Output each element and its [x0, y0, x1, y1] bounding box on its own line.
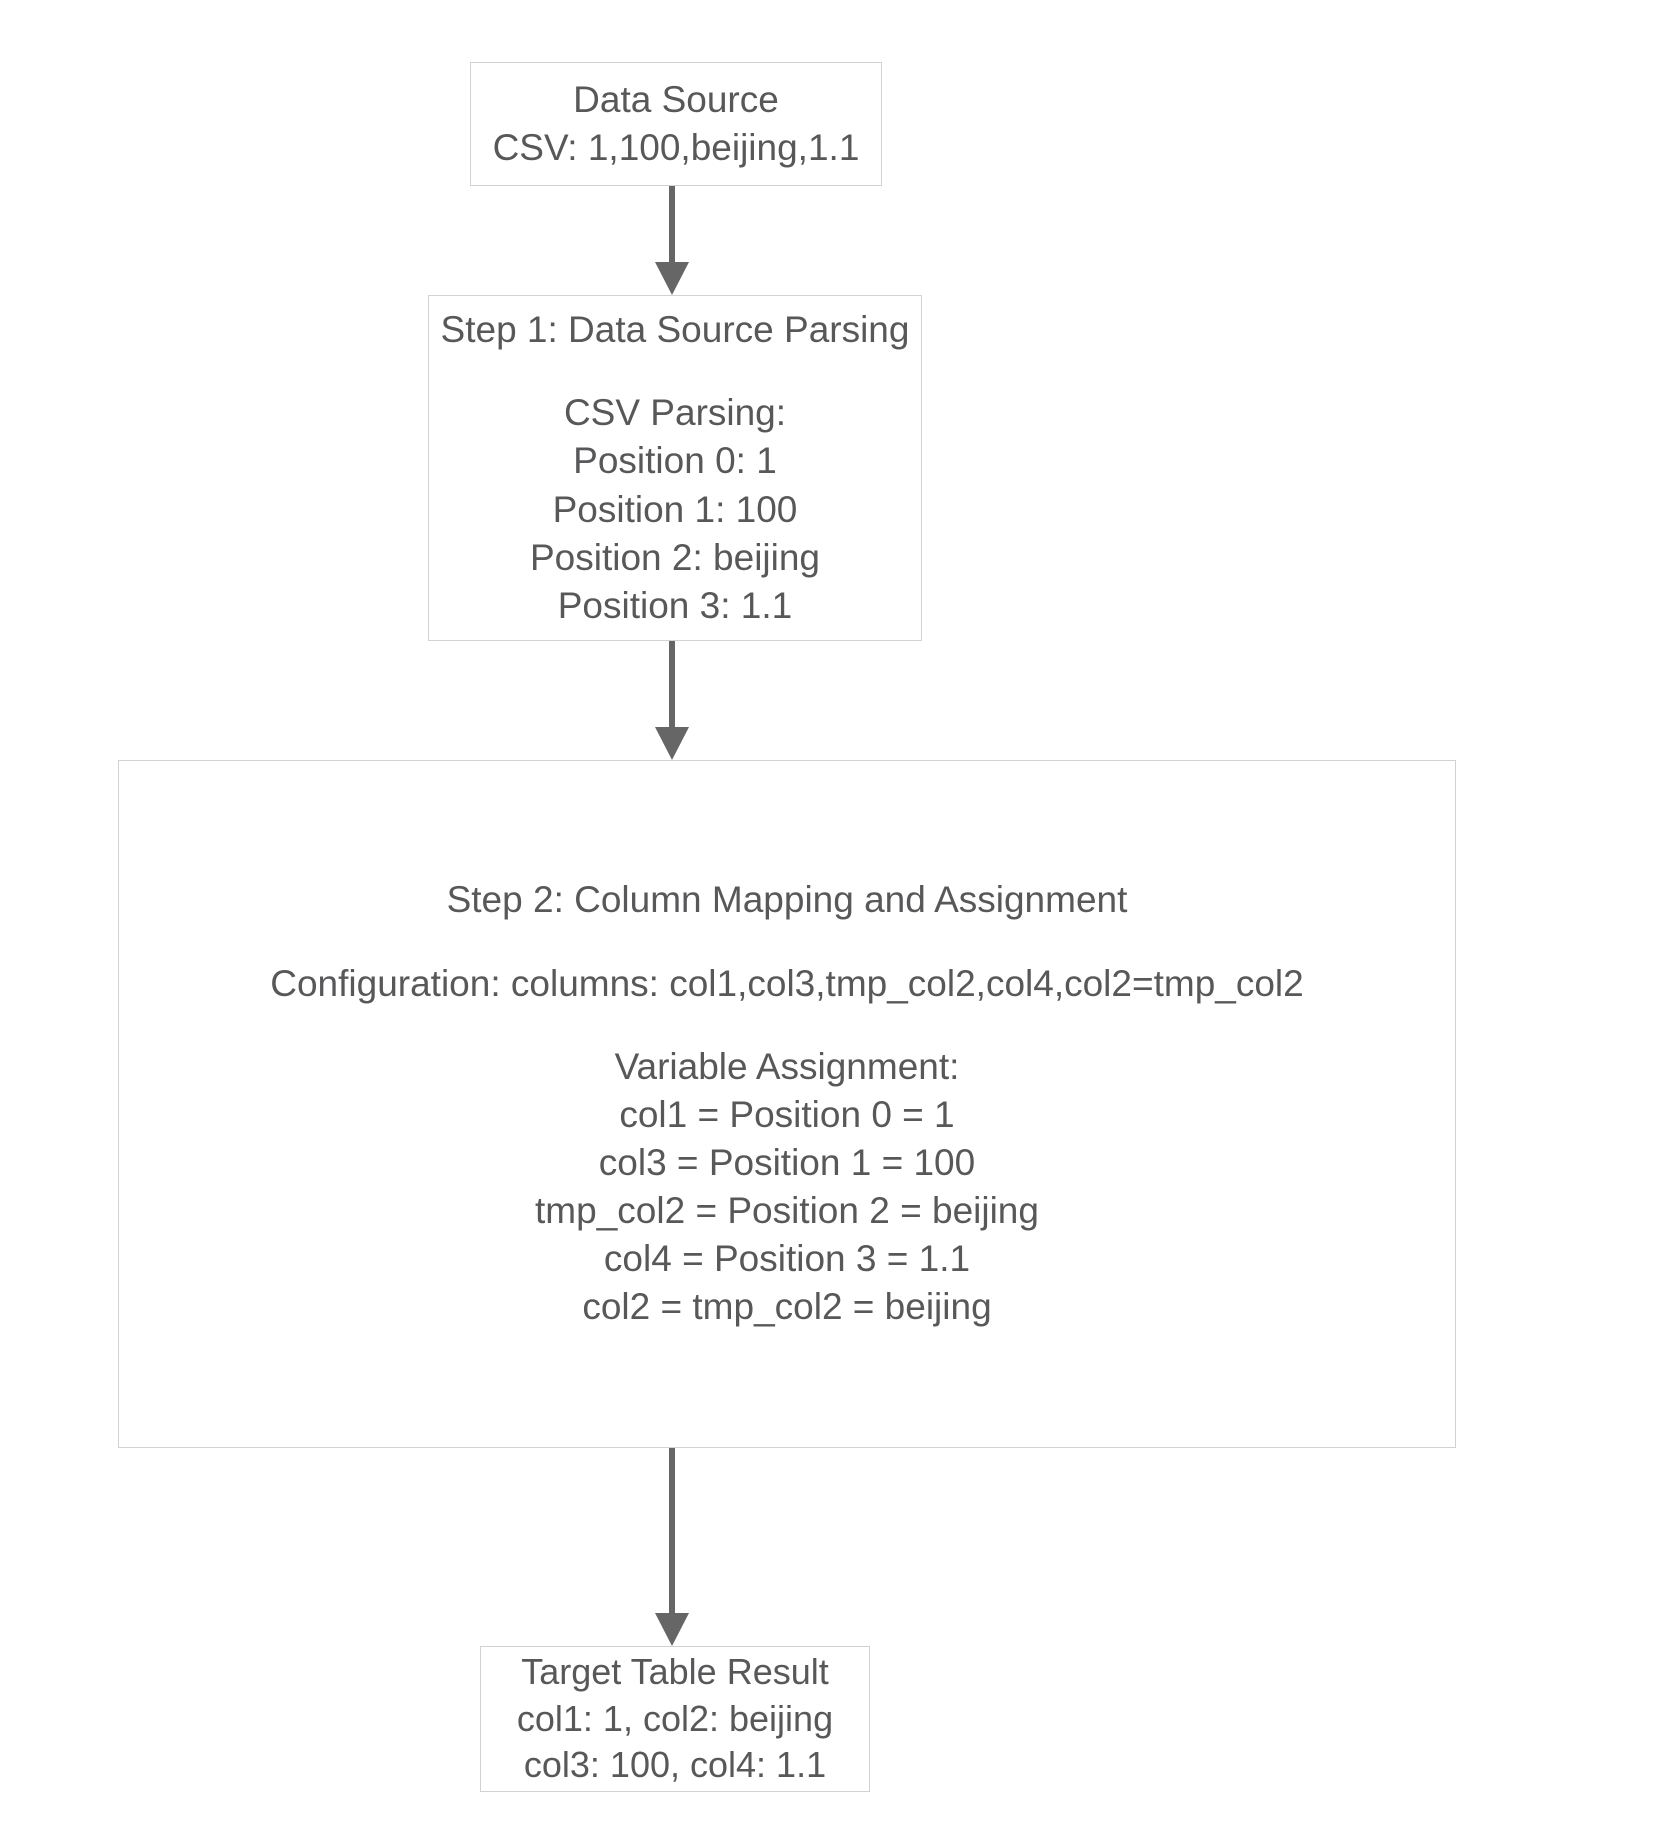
- node-target-table-result-title: Target Table Result: [521, 1650, 829, 1692]
- node-step-2-row: col4 = Position 3 = 1.1: [603, 1238, 971, 1280]
- node-step-1-row: Position 1: 100: [552, 488, 798, 530]
- node-step-2-row: col3 = Position 1 = 100: [598, 1142, 976, 1184]
- node-step-2-configuration: Configuration: columns: col1,col3,tmp_co…: [270, 962, 1304, 1004]
- node-target-table-result-row: col3: 100, col4: 1.1: [523, 1744, 827, 1786]
- edge-step1-to-step2: [655, 641, 689, 760]
- node-step-2-row: col1 = Position 0 = 1: [619, 1094, 955, 1136]
- node-data-source[interactable]: Data Source CSV: 1,100,beijing,1.1: [470, 62, 882, 186]
- node-step-1-data-source-parsing[interactable]: Step 1: Data Source Parsing CSV Parsing:…: [428, 295, 922, 641]
- node-step-2-row: tmp_col2 = Position 2 = beijing: [535, 1190, 1039, 1232]
- node-data-source-title: Data Source: [573, 78, 779, 120]
- node-step-1-section-label: CSV Parsing:: [563, 392, 787, 434]
- node-step-1-title: Step 1: Data Source Parsing: [440, 309, 910, 351]
- node-step-2-section-label: Variable Assignment:: [614, 1045, 960, 1087]
- node-target-table-result-row: col1: 1, col2: beijing: [516, 1697, 834, 1739]
- node-step-2-row: col2 = tmp_col2 = beijing: [582, 1286, 992, 1328]
- node-step-1-row: Position 2: beijing: [529, 536, 821, 578]
- node-step-2-title: Step 2: Column Mapping and Assignment: [446, 879, 1128, 921]
- node-data-source-csv: CSV: 1,100,beijing,1.1: [492, 127, 860, 168]
- node-step-1-row: Position 3: 1.1: [557, 584, 793, 626]
- edge-step2-to-result: [655, 1448, 689, 1646]
- edge-source-to-step1: [655, 186, 689, 295]
- node-step-1-row: Position 0: 1: [573, 440, 777, 482]
- node-step-2-column-mapping-and-assignment[interactable]: Step 2: Column Mapping and Assignment Co…: [118, 760, 1456, 1448]
- node-target-table-result[interactable]: Target Table Result col1: 1, col2: beiji…: [480, 1646, 870, 1792]
